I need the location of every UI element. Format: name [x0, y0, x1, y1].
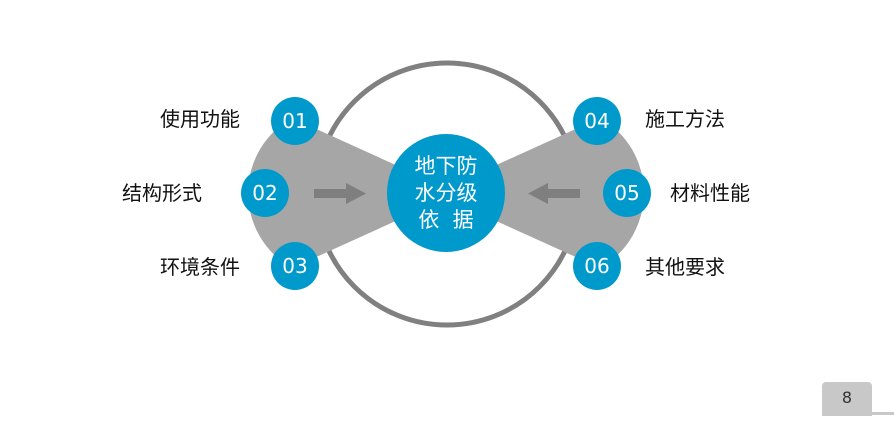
center-text-line2: 水分级 [415, 181, 478, 205]
label-structure-form: 结构形式 [122, 181, 202, 205]
label-construction-method: 施工方法 [645, 107, 725, 131]
badge-05: 05 [603, 169, 651, 217]
badge-02-number: 02 [252, 181, 277, 205]
badge-06: 06 [573, 242, 621, 290]
badge-05-number: 05 [614, 181, 639, 205]
label-other-requirements: 其他要求 [645, 255, 725, 279]
badge-03-number: 03 [282, 254, 307, 278]
center-text-line3: 依 据 [418, 208, 473, 232]
page-number-tab: 8 [822, 382, 872, 416]
badge-04: 04 [573, 97, 621, 145]
page-number-underline [872, 412, 894, 415]
badge-01-number: 01 [282, 109, 307, 133]
badge-06-number: 06 [584, 254, 609, 278]
left-arrow-icon [528, 183, 580, 204]
page-number: 8 [841, 388, 853, 407]
label-material-performance: 材料性能 [670, 181, 750, 205]
right-arrow-icon [314, 183, 366, 204]
center-circle [387, 134, 505, 252]
badge-02: 02 [241, 169, 289, 217]
label-environment-condition: 环境条件 [160, 255, 240, 279]
badge-01: 01 [271, 97, 319, 145]
badge-03: 03 [271, 242, 319, 290]
center-text-line1: 地下防 [415, 154, 478, 178]
badge-04-number: 04 [584, 109, 609, 133]
label-usage-function: 使用功能 [160, 107, 240, 131]
